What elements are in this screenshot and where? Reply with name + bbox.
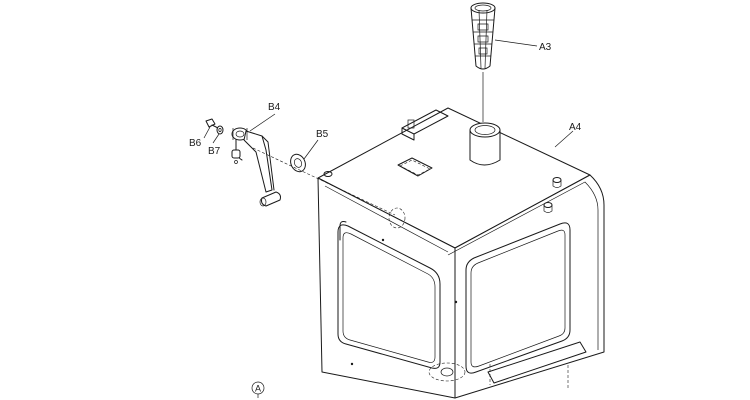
tank-edge-bevel bbox=[447, 181, 599, 350]
bolt bbox=[205, 118, 219, 129]
mounting-hole-bottom bbox=[428, 362, 466, 382]
tank-right-panel-inner bbox=[470, 229, 566, 368]
label-a4: A4 bbox=[569, 122, 582, 133]
assembly-line bbox=[252, 147, 396, 216]
label-b6: B6 bbox=[189, 138, 202, 149]
gasket bbox=[290, 153, 306, 173]
tank-vent-plate bbox=[397, 157, 433, 177]
sensor-boss-3 bbox=[323, 171, 333, 177]
gauge-arm bbox=[243, 130, 273, 193]
mounting-hole-side bbox=[388, 207, 406, 229]
label-a3: A3 bbox=[539, 42, 552, 53]
view-marker: A bbox=[251, 381, 265, 395]
gauge-float bbox=[261, 191, 281, 207]
tank-bracket bbox=[401, 109, 449, 135]
tank-skid-plate bbox=[487, 341, 587, 384]
level-gauge bbox=[231, 127, 281, 207]
washer bbox=[216, 125, 224, 135]
leader-lines bbox=[203, 39, 574, 398]
tank-top-bevel bbox=[324, 185, 449, 253]
tank-left-panel-inner bbox=[342, 232, 436, 363]
label-b5: B5 bbox=[316, 129, 329, 140]
tank-right-panel bbox=[465, 222, 571, 374]
filler-neck bbox=[469, 122, 501, 166]
view-marker-label: A bbox=[255, 384, 261, 394]
label-b4: B4 bbox=[268, 102, 281, 113]
fuel-strainer bbox=[470, 2, 496, 122]
tank-left-panel bbox=[337, 224, 441, 369]
tank-hook bbox=[339, 221, 347, 241]
tank-right-face bbox=[454, 174, 605, 399]
fuel-tank bbox=[317, 107, 605, 399]
label-b7: B7 bbox=[208, 146, 221, 157]
